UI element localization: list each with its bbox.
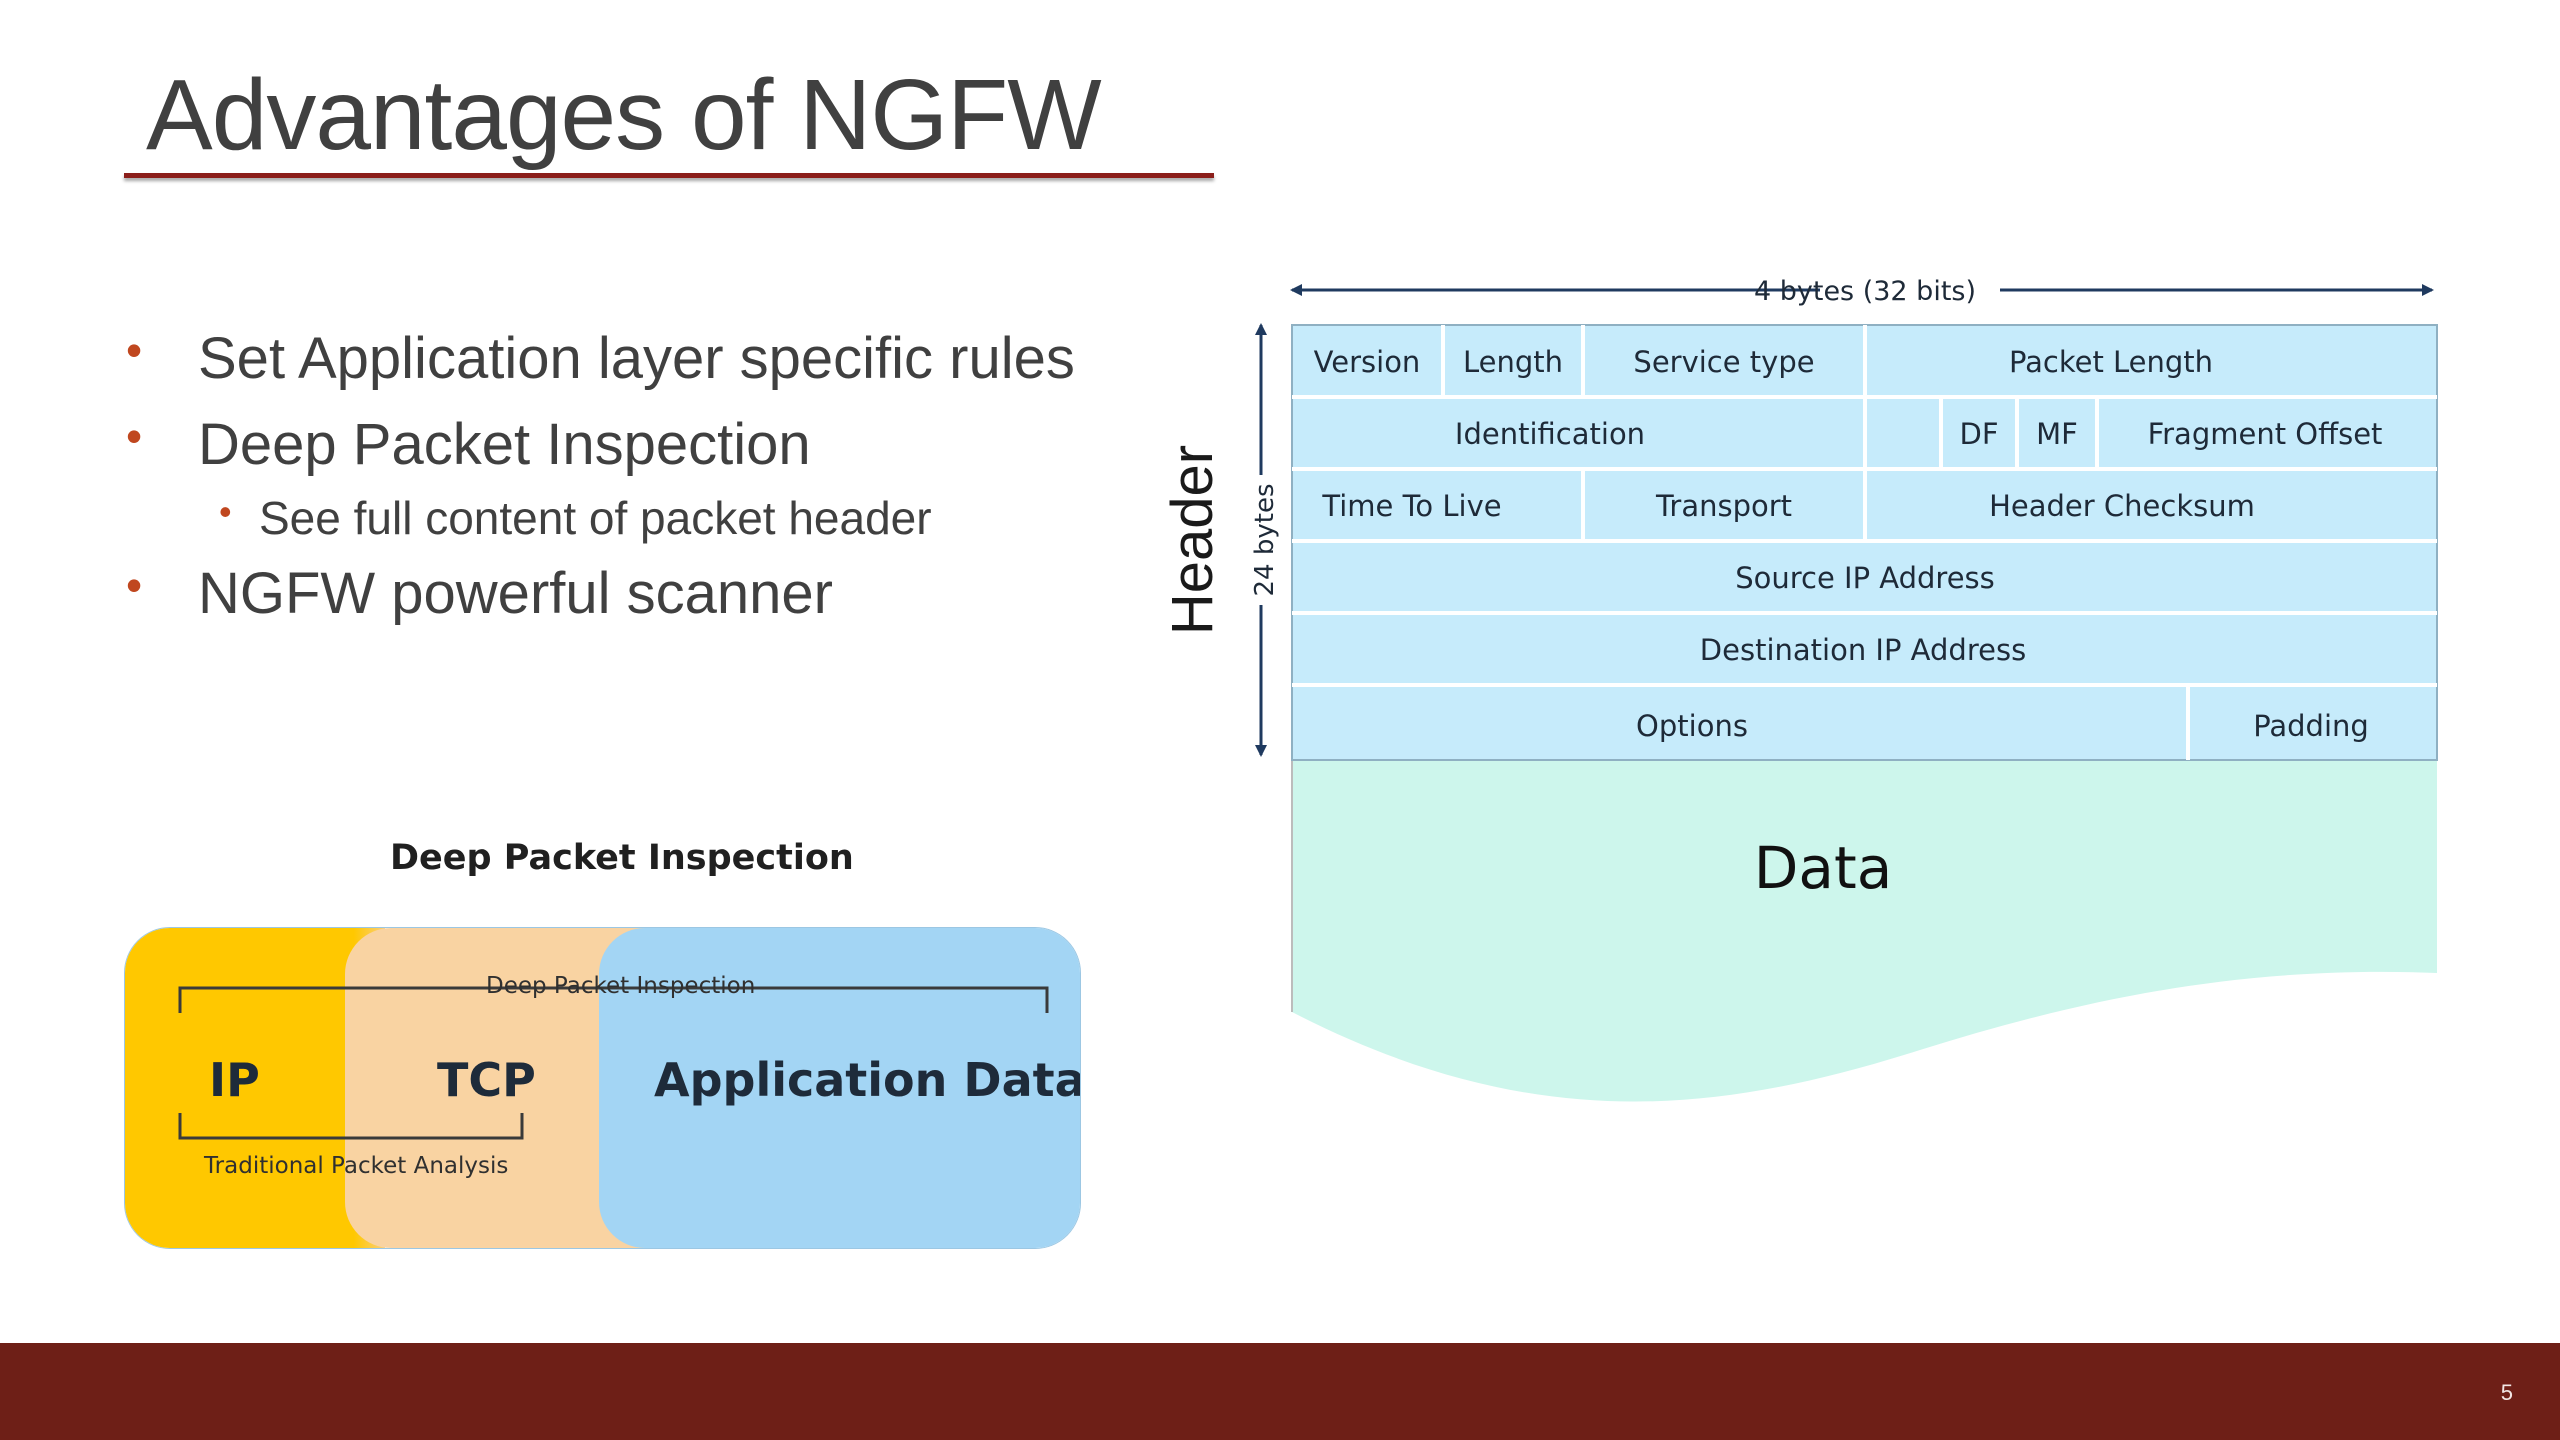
bullet-text: Set Application layer specific rules bbox=[198, 326, 1075, 391]
footer-bar: 5 bbox=[0, 1343, 2560, 1440]
application-data-segment bbox=[599, 928, 1080, 1248]
cell-service-type: Service type bbox=[1633, 345, 1814, 379]
sub-bullet-item: • See full content of packet header bbox=[219, 491, 932, 545]
title-underline bbox=[124, 173, 1214, 178]
dpi-diagram-heading: Deep Packet Inspection bbox=[390, 838, 854, 878]
width-label: 4 bytes (32 bits) bbox=[1754, 276, 1976, 307]
cell-length: Length bbox=[1463, 345, 1563, 379]
cell-mf: MF bbox=[2036, 417, 2078, 451]
dpi-top-bracket bbox=[178, 986, 1049, 1013]
cell-header-checksum: Header Checksum bbox=[1989, 489, 2255, 523]
column-dividers bbox=[1441, 325, 2190, 760]
cell-transport: Transport bbox=[1655, 489, 1792, 523]
bullet-text: NGFW powerful scanner bbox=[198, 561, 833, 626]
slide-title: Advantages of NGFW bbox=[146, 59, 1102, 171]
cell-identification: Identification bbox=[1455, 417, 1645, 451]
bullet-text: Deep Packet Inspection bbox=[198, 412, 811, 477]
bullet-dot-icon: • bbox=[126, 324, 143, 376]
dpi-top-bracket-label: Deep Packet Inspection bbox=[486, 973, 756, 999]
header-side-label: Header bbox=[1160, 445, 1225, 635]
dpi-diagram: Deep Packet Inspection IP TCP Applicatio… bbox=[124, 927, 1081, 1249]
bullet-dot-icon: • bbox=[126, 559, 143, 611]
ip-header-diagram: 4 bytes (32 bits) 24 bytes Header Data bbox=[1160, 276, 2438, 1102]
bullet-item: • NGFW powerful scanner bbox=[126, 559, 833, 627]
data-region bbox=[1292, 760, 2437, 1102]
tcp-label: TCP bbox=[437, 1053, 536, 1107]
ip-label: IP bbox=[209, 1053, 260, 1107]
bullet-item: • Set Application layer specific rules bbox=[126, 324, 1075, 392]
ip-segment bbox=[125, 928, 385, 1248]
cell-time-to-live: Time To Live bbox=[1321, 489, 1501, 523]
page-number: 5 bbox=[2500, 1380, 2513, 1405]
cell-destination-ip-address: Destination IP Address bbox=[1700, 633, 2026, 667]
data-label: Data bbox=[1754, 834, 1893, 902]
traditional-bottom-bracket bbox=[178, 1113, 524, 1140]
header-size-label: 24 bytes bbox=[1250, 484, 1280, 597]
traditional-bracket-label: Traditional Packet Analysis bbox=[204, 1153, 509, 1179]
cell-version: Version bbox=[1314, 345, 1421, 379]
bullet-dot-icon: • bbox=[126, 410, 143, 462]
dpi-brackets bbox=[178, 986, 1049, 1140]
application-data-label: Application Data bbox=[654, 1053, 1081, 1107]
bullet-dot-icon: • bbox=[219, 491, 232, 532]
cell-fragment-offset: Fragment Offset bbox=[2148, 417, 2383, 451]
cell-source-ip-address: Source IP Address bbox=[1735, 561, 1995, 595]
cell-packet-length: Packet Length bbox=[2009, 345, 2213, 379]
bullet-item: • Deep Packet Inspection bbox=[126, 410, 811, 478]
bullet-text: See full content of packet header bbox=[259, 492, 932, 544]
cell-df: DF bbox=[1959, 417, 1998, 451]
cell-options: Options bbox=[1636, 709, 1748, 743]
cell-padding: Padding bbox=[2253, 709, 2369, 743]
